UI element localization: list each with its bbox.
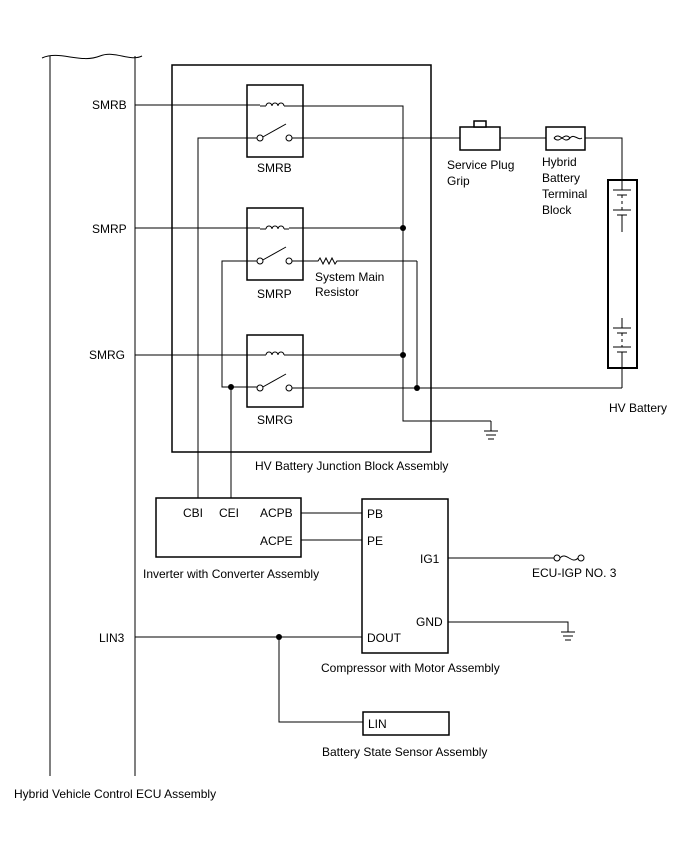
resistor-symbol xyxy=(289,256,417,266)
junction-block-name: HV Battery Junction Block Assembly xyxy=(255,459,448,473)
service-plug-label-1: Service Plug xyxy=(447,158,514,172)
terminal-block-label-2: Battery xyxy=(542,171,580,185)
terminal-block-label-1: Hybrid xyxy=(542,155,577,169)
compressor-pin-pe: PE xyxy=(367,534,383,548)
ecu-assembly xyxy=(41,53,143,776)
relay-smrg-label: SMRG xyxy=(257,413,293,427)
inverter-name: Inverter with Converter Assembly xyxy=(143,567,319,581)
compressor-box xyxy=(361,498,449,654)
battery-sensor-pin-lin: LIN xyxy=(368,717,387,731)
inverter-pin-acpe: ACPE xyxy=(260,534,293,548)
hv-battery-label: HV Battery xyxy=(609,401,667,415)
ig1-wire xyxy=(448,554,585,562)
compressor-pin-pb: PB xyxy=(367,507,383,521)
relay-smrg xyxy=(246,334,304,408)
relay-smrp-label: SMRP xyxy=(257,287,292,301)
ground-icon xyxy=(561,631,575,641)
compressor-pin-dout: DOUT xyxy=(367,631,402,645)
lin-bus-wires xyxy=(135,636,363,723)
resistor-label-1: System Main xyxy=(315,270,384,284)
inverter-pin-cbi: CBI xyxy=(183,506,203,520)
relay-smrb-label: SMRB xyxy=(257,161,292,175)
fuse-icon xyxy=(545,126,586,151)
ecu-pin-smrb: SMRB xyxy=(92,98,127,112)
contact-wires xyxy=(197,137,623,506)
inverter-pin-acpb: ACPB xyxy=(260,506,293,520)
ecu-pin-lin3: LIN3 xyxy=(99,631,125,645)
service-plug-icon xyxy=(459,120,501,151)
ecu-pin-smrp: SMRP xyxy=(92,222,127,236)
compressor-name: Compressor with Motor Assembly xyxy=(321,661,500,675)
compressor-pin-gnd: GND xyxy=(416,615,443,629)
compressor-pin-ig1: IG1 xyxy=(420,552,440,566)
battery-sensor-name: Battery State Sensor Assembly xyxy=(322,745,487,759)
battery-sensor-box xyxy=(362,711,450,736)
ecu-name: Hybrid Vehicle Control ECU Assembly xyxy=(14,787,216,801)
relay-smrb xyxy=(246,84,304,158)
ecu-pin-smrg: SMRG xyxy=(89,348,125,362)
terminal-block-label-3: Terminal xyxy=(542,187,587,201)
coil-control-wires xyxy=(135,104,491,422)
ecu-igp-label: ECU-IGP NO. 3 xyxy=(532,566,617,580)
service-plug-label-2: Grip xyxy=(447,174,470,188)
inverter-pin-cei: CEI xyxy=(219,506,239,520)
relay-terminals xyxy=(256,134,293,392)
relay-smrp xyxy=(246,207,304,281)
hv-battery-icon xyxy=(607,179,638,369)
ground-icon xyxy=(484,421,498,440)
inverter-box xyxy=(155,497,302,558)
resistor-label-2: Resistor xyxy=(315,285,359,299)
terminal-block-label-4: Block xyxy=(542,203,572,217)
